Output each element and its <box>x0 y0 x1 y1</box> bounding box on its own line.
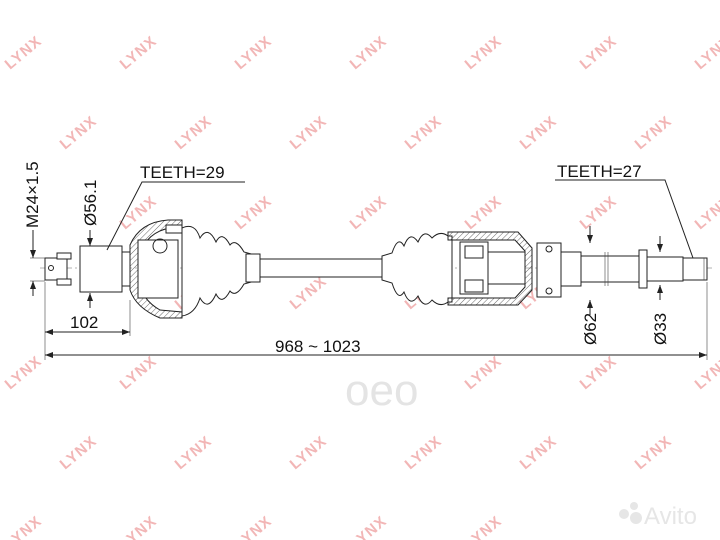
total-length-label: 968 ~ 1023 <box>275 337 361 356</box>
lynx-watermark: LYNX <box>402 433 446 473</box>
lynx-watermark: LYNX <box>117 33 161 73</box>
lynx-watermark: LYNX <box>172 113 216 153</box>
lynx-watermark: LYNX <box>632 433 676 473</box>
spline-diameter-label: Ø33 <box>651 313 670 345</box>
lynx-watermark: LYNX <box>117 353 161 393</box>
lynx-watermark: LYNX <box>517 433 561 473</box>
lynx-watermark: LYNX <box>117 513 161 540</box>
lynx-watermark: LYNX <box>57 433 101 473</box>
lynx-watermark: LYNX <box>462 193 506 233</box>
svg-text:Avito: Avito <box>644 503 697 530</box>
lynx-watermark: LYNX <box>462 513 506 540</box>
lynx-watermark: LYNX <box>232 193 276 233</box>
lynx-watermark: LYNX <box>287 113 331 153</box>
lynx-watermark: LYNX <box>402 113 446 153</box>
lynx-watermark: LYNX <box>692 193 720 233</box>
lynx-watermark: LYNX <box>632 113 676 153</box>
outer-diameter-label: Ø56.1 <box>81 180 100 226</box>
outer-length-label: 102 <box>70 313 98 332</box>
lynx-watermark: LYNX <box>462 353 506 393</box>
dimension-lines <box>30 179 708 360</box>
inner-diameter-label: Ø62 <box>581 313 600 345</box>
lynx-watermark: LYNX <box>2 353 46 393</box>
lynx-watermark: LYNX <box>347 513 391 540</box>
inner-teeth-label: TEETH=27 <box>557 162 642 181</box>
lynx-watermark: LYNX <box>577 33 621 73</box>
lynx-watermark: LYNX <box>232 33 276 73</box>
outer-teeth-label: TEETH=29 <box>140 163 225 182</box>
thread-label: M24×1.5 <box>23 161 42 228</box>
lynx-watermark: LYNX <box>172 433 216 473</box>
avito-logo: Avito <box>619 502 697 530</box>
lynx-watermark: LYNX <box>462 33 506 73</box>
lynx-watermark: LYNX <box>2 513 46 540</box>
lynx-watermark: LYNX <box>577 353 621 393</box>
drive-shaft <box>44 219 708 319</box>
lynx-watermark: LYNX <box>347 33 391 73</box>
lynx-watermark: LYNX <box>57 113 101 153</box>
lynx-watermark: LYNX <box>692 353 720 393</box>
lynx-watermark: LYNX <box>577 193 621 233</box>
lynx-watermark: LYNX <box>2 33 46 73</box>
center-logo: oeo <box>345 366 418 415</box>
lynx-watermark: LYNX <box>287 273 331 313</box>
lynx-watermark: LYNX <box>347 193 391 233</box>
lynx-watermark: LYNX <box>232 513 276 540</box>
lynx-watermark: LYNX <box>692 33 720 73</box>
lynx-watermark: LYNX <box>287 433 331 473</box>
lynx-watermark: LYNX <box>517 113 561 153</box>
